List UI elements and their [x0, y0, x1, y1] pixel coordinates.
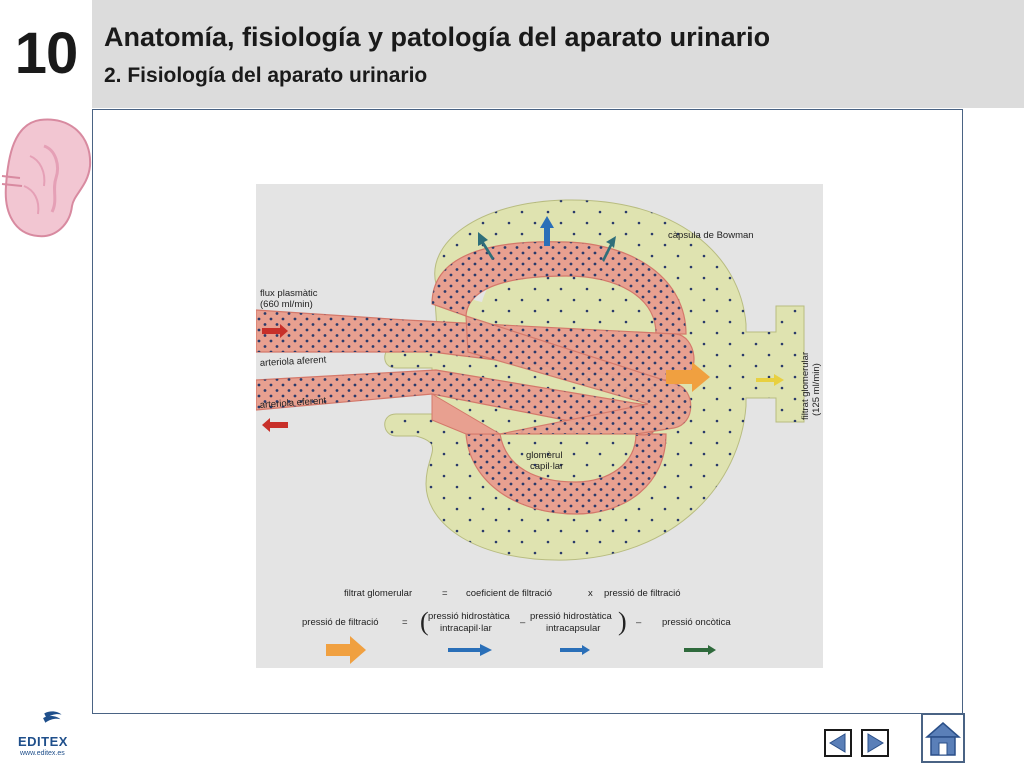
header-bar	[0, 0, 1024, 108]
eq1-term1: coeficient de filtració	[466, 588, 552, 599]
outflow-arrow	[262, 418, 288, 432]
oncotic-arrow-left	[478, 232, 494, 260]
eq2-minus1: –	[520, 617, 526, 628]
page-subtitle: 2. Fisiología del aparato urinario	[104, 64, 428, 87]
eq2-minus2: –	[636, 617, 642, 628]
equation-pressure: pressió de filtració = ( pressió hidrost…	[302, 607, 731, 636]
legend-blue-arrow-2	[560, 645, 590, 655]
eq2-term2-line1: pressió hidrostàtica	[530, 611, 613, 622]
page-title: Anatomía, fisiología y patología del apa…	[104, 22, 771, 52]
editex-logo	[43, 711, 62, 723]
eq2-term3: pressió oncòtica	[662, 617, 731, 628]
legend-orange-arrow	[326, 636, 366, 664]
label-efferent-arteriole: arteriola eferent	[259, 395, 327, 411]
eq2-term1-line2: intracapil·lar	[440, 623, 492, 634]
eq2-term2-line2: intracapsular	[546, 623, 600, 634]
eq2-paren-close: )	[618, 607, 627, 636]
legend-green-arrow	[684, 645, 716, 655]
filtration-arrow	[666, 362, 710, 392]
label-bowman-capsule: càpsula de Bowman	[668, 230, 754, 241]
equation-filtration: filtrat glomerular = coeficient de filtr…	[344, 588, 681, 599]
home-icon[interactable]	[921, 713, 965, 763]
chapter-number: 10	[0, 0, 92, 108]
eq2-equals: =	[402, 617, 408, 628]
triangle-left-icon[interactable]	[824, 729, 852, 757]
oncotic-arrow-right	[602, 236, 616, 262]
eq2-term1-line1: pressió hidrostàtica	[428, 611, 511, 622]
flow-arrows	[262, 216, 784, 432]
label-plasma-flow-1: flux plasmàtic	[260, 288, 318, 299]
eq2-paren-open: (	[420, 607, 429, 636]
eq2-lhs: pressió de filtració	[302, 617, 379, 628]
legend-arrows	[326, 636, 716, 664]
inflow-arrow	[262, 324, 288, 338]
glomerulus-diagram: càpsula de Bowman flux plasmàtic (660 ml…	[256, 184, 823, 668]
kidney-illustration	[1, 118, 92, 238]
eq1-lhs: filtrat glomerular	[344, 588, 412, 599]
label-plasma-flow-2: (660 ml/min)	[260, 299, 313, 310]
label-glomerulus-1: glomèrul	[526, 450, 562, 461]
label-glomerulus-2: capil·lar	[530, 461, 563, 472]
triangle-right-icon[interactable]	[861, 729, 889, 757]
eq1-op: x	[588, 588, 593, 599]
eq1-equals: =	[442, 588, 448, 599]
label-glomerular-filtrate-2: (125 ml/min)	[811, 363, 822, 416]
logo-text: EDITEX	[18, 734, 68, 749]
hydrostatic-arrow-up	[540, 216, 554, 246]
filtrate-out-arrow	[756, 374, 784, 386]
logo-url: www.editex.es	[20, 750, 65, 757]
capillary-loops	[256, 241, 695, 515]
eq1-term2: pressió de filtració	[604, 588, 681, 599]
label-afferent-arteriole: arteriola aferent	[260, 355, 327, 369]
label-glomerular-filtrate-1: filtrat glomerular	[800, 352, 811, 420]
legend-blue-arrow-1	[448, 644, 492, 656]
